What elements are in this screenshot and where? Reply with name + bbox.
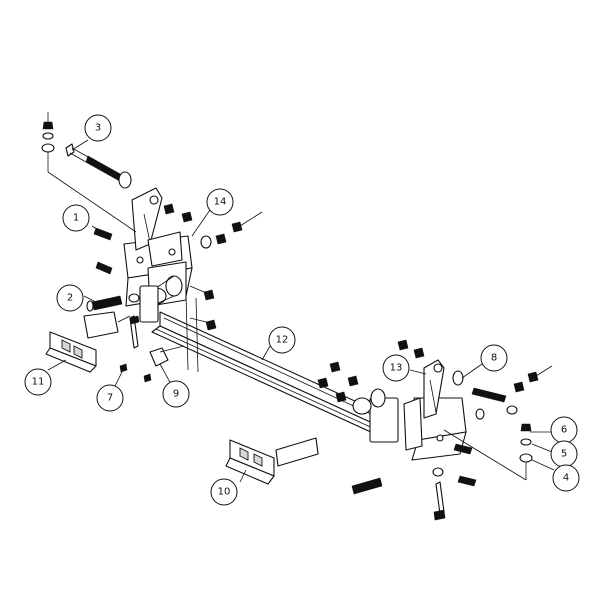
left-receiver-tube — [139, 275, 183, 323]
right-nut-stack — [443, 423, 533, 481]
callout-10-label: 10 — [218, 487, 231, 498]
callouts: 3 1 2 14 11 7 9 12 — [24, 114, 580, 506]
bolt-1 — [93, 227, 113, 275]
callout-11-label: 11 — [32, 377, 45, 388]
callout-2-label: 2 — [67, 293, 73, 304]
right-hardware — [317, 339, 553, 521]
callout-5-label: 5 — [561, 449, 567, 460]
callout-7: 7 — [96, 384, 124, 412]
callout-5: 5 — [550, 440, 578, 468]
center-left-nuts — [185, 285, 217, 373]
callout-13: 13 — [382, 354, 410, 382]
callout-2: 2 — [56, 284, 84, 312]
callout-10: 10 — [210, 478, 238, 506]
callout-4-label: 4 — [563, 473, 569, 484]
callout-13-label: 13 — [390, 363, 403, 374]
tow-tab-10 — [225, 437, 319, 485]
callout-9: 9 — [162, 380, 190, 408]
callout-7-label: 7 — [107, 393, 113, 404]
bolt-3 — [65, 143, 132, 189]
callout-3: 3 — [84, 114, 112, 142]
callout-8-label: 8 — [491, 353, 497, 364]
left-nut-stack — [41, 112, 137, 233]
tow-tab-11 — [45, 311, 131, 373]
crossbar — [151, 311, 393, 439]
callout-6-label: 6 — [561, 425, 567, 436]
callout-14: 14 — [206, 188, 234, 216]
bolt-2 — [86, 293, 140, 349]
upper-bolt-nuts — [163, 203, 263, 249]
callout-3-label: 3 — [95, 123, 101, 134]
safety-clip-9 — [149, 345, 185, 367]
callout-6: 6 — [550, 416, 578, 444]
callout-4: 4 — [552, 464, 580, 492]
callout-12: 12 — [268, 326, 296, 354]
pin-7 — [119, 363, 152, 383]
callout-9-label: 9 — [173, 389, 179, 400]
leader-lines — [47, 139, 555, 483]
callout-1-label: 1 — [73, 213, 79, 224]
right-mount-bracket — [352, 359, 467, 461]
callout-1: 1 — [62, 204, 90, 232]
callout-12-label: 12 — [276, 335, 289, 346]
callout-14-label: 14 — [214, 197, 227, 208]
callout-8: 8 — [480, 344, 508, 372]
callout-11: 11 — [24, 368, 52, 396]
